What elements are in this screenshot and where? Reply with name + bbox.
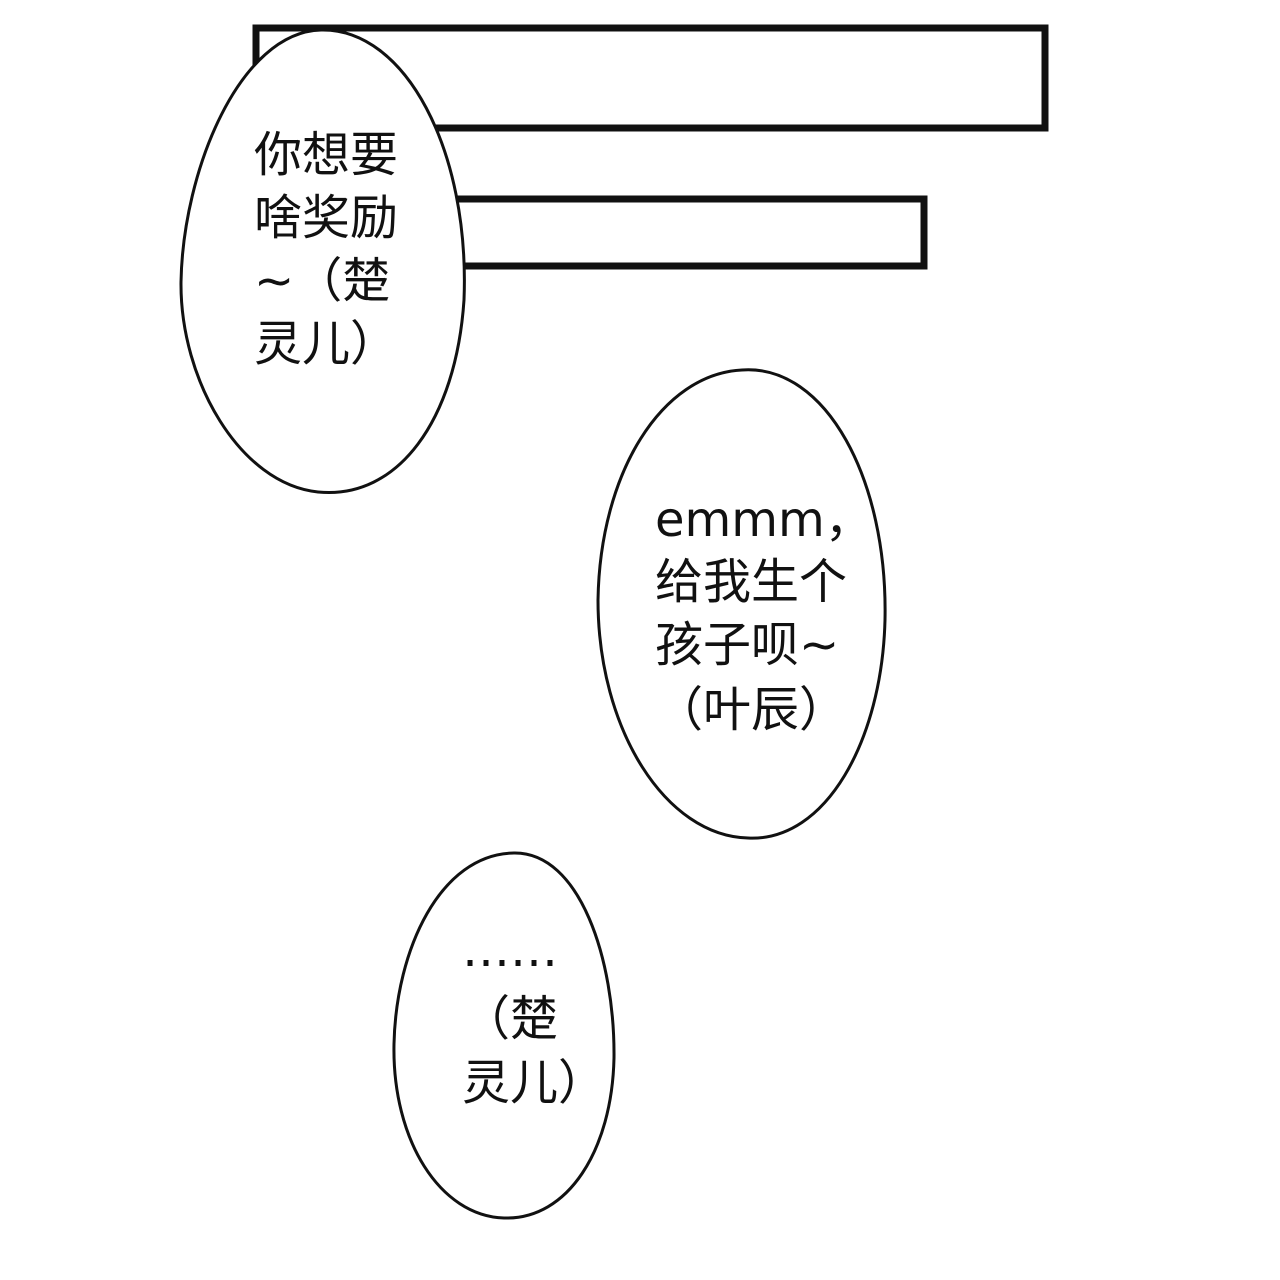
speech-bubble-2-line-4: （叶辰）: [655, 682, 847, 738]
speech-bubble-3-line-2: （楚: [462, 991, 558, 1047]
speech-bubble-1-line-2: 啥奖励: [254, 190, 398, 246]
speech-bubble-2-line-1: emmm，: [655, 492, 873, 548]
speech-bubble-1-line-3: ~（楚: [254, 253, 390, 309]
speech-bubble-2-outline: [596, 368, 887, 840]
speech-bubble-3-line-1: ……: [462, 922, 558, 978]
speech-bubble-1-line-4: 灵儿）: [254, 316, 398, 372]
middle-empty-box: [422, 195, 928, 270]
speech-bubble-1-outline: [179, 28, 466, 495]
speech-bubble-2: emmm， 给我生个 孩子呗~ （叶辰）: [596, 368, 887, 840]
speech-bubble-1-line-1: 你想要: [254, 127, 398, 183]
speech-bubble-2-line-3: 孩子呗~: [655, 617, 839, 673]
speech-bubble-3-outline: [392, 851, 616, 1220]
speech-bubble-3: …… （楚 灵儿）: [392, 851, 616, 1220]
speech-bubble-1: 你想要 啥奖励 ~（楚 灵儿）: [179, 28, 466, 495]
speech-bubble-3-line-3: 灵儿）: [462, 1055, 606, 1111]
speech-bubble-2-line-2: 给我生个: [655, 554, 847, 610]
